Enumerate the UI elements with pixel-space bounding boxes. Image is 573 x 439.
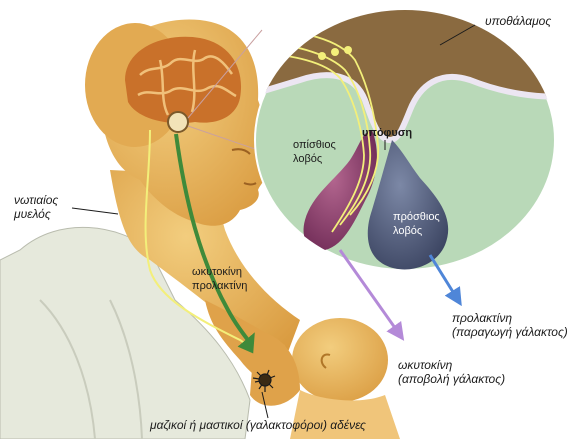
spinal-pointer: [72, 208, 118, 214]
label-oxytocin-line2: (αποβολή γάλακτος): [398, 372, 505, 386]
breast: [250, 330, 300, 406]
label-prolactin-line2: (παραγωγή γάλακτος): [452, 325, 568, 339]
baby-head: [292, 318, 388, 402]
label-posterior-line2: λοβός: [293, 152, 336, 166]
label-anterior-line2: λοβός: [393, 224, 440, 238]
label-glands: μαζικοί ή μαστικοί (γαλακτοφόροι) αδένες: [150, 418, 366, 432]
label-pituitary-text: υπόφυση: [362, 126, 412, 140]
label-posterior-line1: οπίσθιος: [293, 138, 336, 152]
label-glands-text: μαζικοί ή μαστικοί (γαλακτοφόροι) αδένες: [150, 418, 366, 432]
brain: [125, 37, 241, 123]
pituitary-locator: [168, 112, 188, 132]
label-hypothalamus-text: υποθάλαμος: [485, 14, 551, 28]
label-spinal-cord: νωτιαίος μυελός: [14, 193, 58, 221]
label-prolactin-output: προλακτίνη (παραγωγή γάλακτος): [452, 311, 568, 339]
label-oxytocin-output: ωκυτοκίνη (αποβολή γάλακτος): [398, 358, 505, 386]
label-pituitary: υπόφυση: [362, 126, 412, 140]
label-oxytocin-line1: ωκυτοκίνη: [398, 358, 505, 372]
label-prolactin-line1: προλακτίνη: [452, 311, 568, 325]
label-hormones-line2: προλακτίνη: [192, 279, 247, 293]
label-posterior-lobe: οπίσθιος λοβός: [293, 138, 336, 166]
label-anterior-lobe: πρόσθιος λοβός: [393, 210, 440, 238]
label-spinal-line2: μυελός: [14, 207, 58, 221]
label-anterior-line1: πρόσθιος: [393, 210, 440, 224]
label-spinal-line1: νωτιαίος: [14, 193, 58, 207]
label-hormones-line1: ωκυτοκίνη: [192, 265, 247, 279]
label-hormones-path: ωκυτοκίνη προλακτίνη: [192, 265, 247, 293]
label-hypothalamus: υποθάλαμος: [485, 14, 551, 28]
